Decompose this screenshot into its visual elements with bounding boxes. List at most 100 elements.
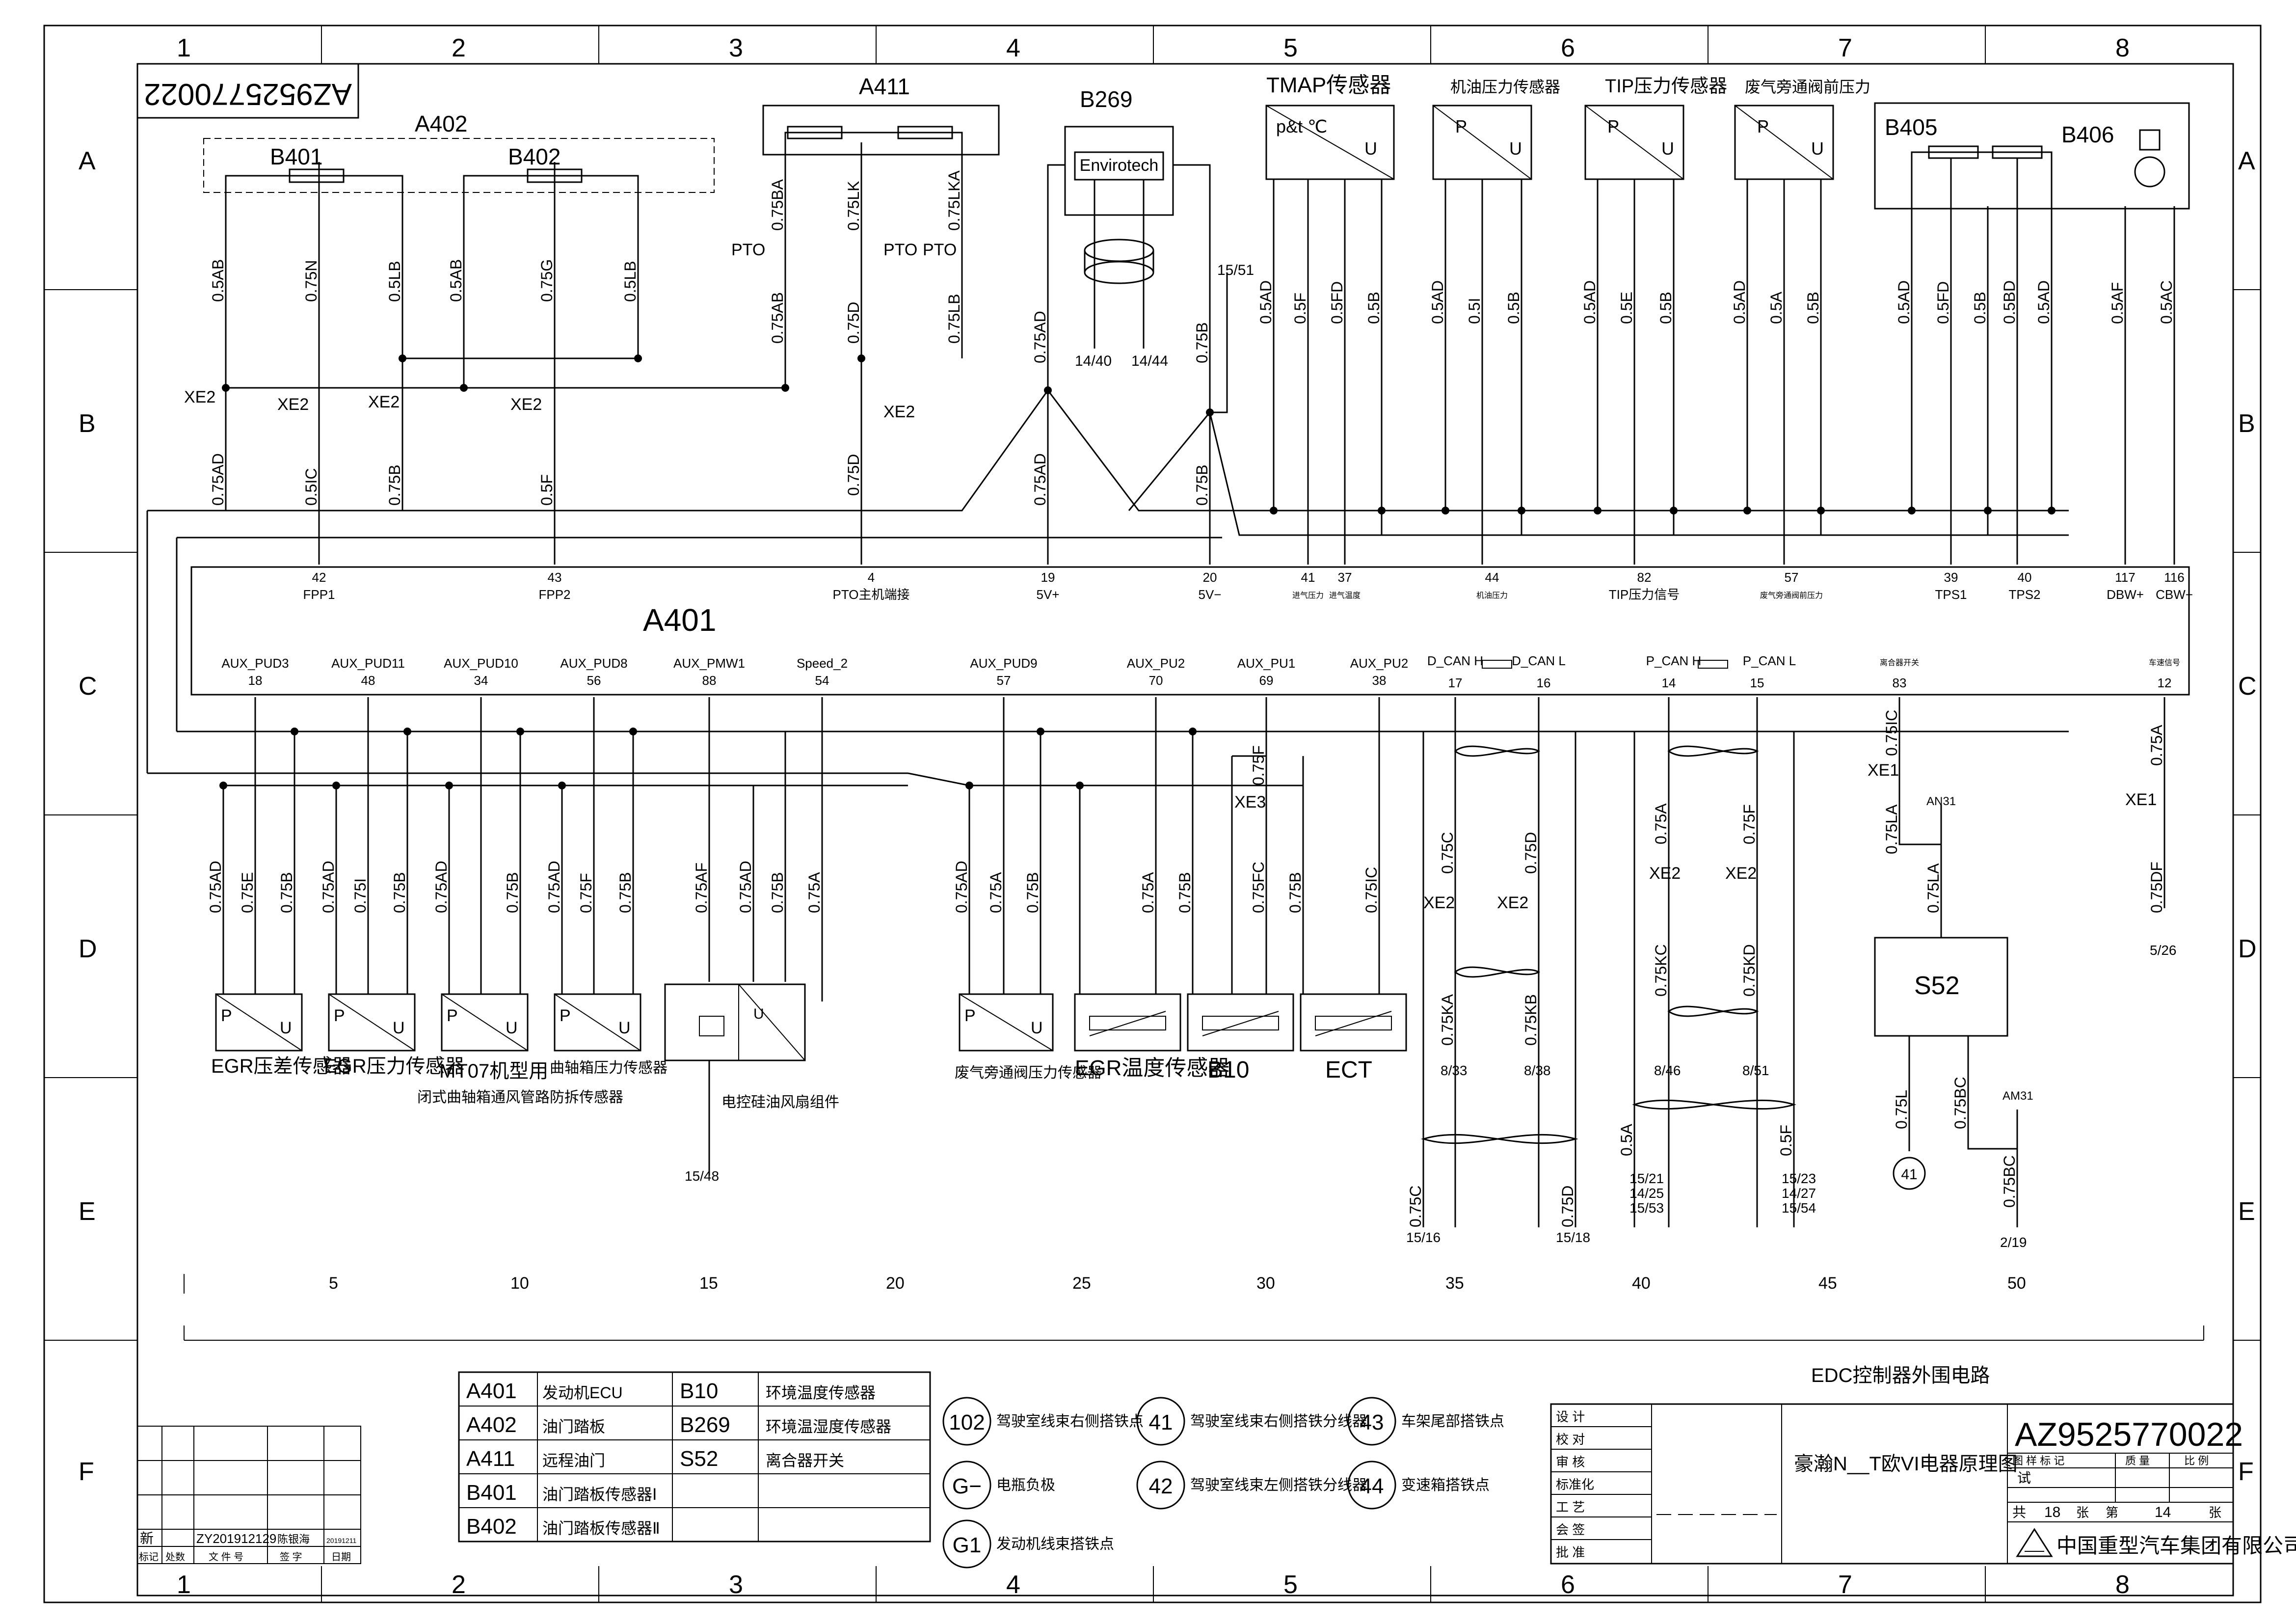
svg-text:44: 44 — [1360, 1474, 1384, 1498]
svg-text:B402: B402 — [508, 144, 561, 169]
svg-text:XE2: XE2 — [1497, 893, 1528, 912]
col-label: 6 — [1561, 34, 1575, 62]
svg-text:XE1: XE1 — [2125, 790, 2157, 809]
svg-text:25: 25 — [1072, 1274, 1091, 1293]
row-label: D — [2238, 935, 2257, 963]
svg-text:AUX_PU2: AUX_PU2 — [1350, 656, 1409, 671]
svg-text:比 例: 比 例 — [2184, 1455, 2209, 1467]
svg-text:XE2: XE2 — [883, 403, 915, 421]
svg-text:0.75F: 0.75F — [577, 873, 595, 913]
svg-text:0.75AD: 0.75AD — [737, 861, 754, 913]
svg-text:车架尾部搭铁点: 车架尾部搭铁点 — [1401, 1413, 1504, 1430]
col-label: 6 — [1561, 1570, 1575, 1599]
svg-text:0.5AF: 0.5AF — [2109, 282, 2126, 324]
bottom-sensors: PU EGR压差传感器 PU EGR压力传感器 PU MT07机型用 闭式曲轴箱… — [211, 795, 2033, 1184]
svg-text:0.5AB: 0.5AB — [209, 259, 227, 302]
svg-text:张: 张 — [2076, 1505, 2089, 1520]
svg-text:EDC控制器外围电路: EDC控制器外围电路 — [1811, 1365, 1990, 1386]
svg-text:XE1: XE1 — [1868, 761, 1899, 780]
svg-text:U: U — [393, 1019, 405, 1037]
svg-text:12: 12 — [2158, 676, 2172, 690]
row-label: F — [79, 1458, 94, 1486]
svg-text:15/16: 15/16 — [1406, 1230, 1441, 1245]
svg-text:42: 42 — [312, 570, 326, 585]
svg-text:XE3: XE3 — [1234, 793, 1266, 812]
svg-text:0.75KC: 0.75KC — [1652, 944, 1670, 997]
svg-text:88: 88 — [702, 673, 717, 688]
svg-text:审 核: 审 核 — [1556, 1455, 1585, 1469]
svg-text:5: 5 — [329, 1274, 338, 1293]
svg-text:环境温度传感器: 环境温度传感器 — [766, 1384, 876, 1402]
svg-text:A401: A401 — [466, 1379, 517, 1403]
bottom-refs: 8/33 8/38 8/46 8/51 15/16 15/18 15/21 14… — [1406, 943, 2177, 1250]
svg-text:XE2: XE2 — [1649, 864, 1681, 883]
svg-text:图 样 标 记: 图 样 标 记 — [2012, 1455, 2064, 1467]
svg-text:0.75B: 0.75B — [616, 872, 634, 913]
svg-text:中国重型汽车集团有限公司: 中国重型汽车集团有限公司 — [2056, 1534, 2296, 1557]
col-label: 7 — [1838, 1570, 1852, 1599]
svg-text:0.75BA: 0.75BA — [769, 179, 786, 231]
svg-text:U: U — [506, 1019, 518, 1037]
svg-text:10: 10 — [510, 1274, 529, 1293]
svg-text:车速信号: 车速信号 — [2149, 658, 2180, 667]
svg-text:XE2: XE2 — [1423, 893, 1455, 912]
company-logo — [2016, 1528, 2053, 1557]
svg-text:DBW+: DBW+ — [2107, 587, 2144, 602]
svg-text:0.75D: 0.75D — [1522, 832, 1540, 874]
svg-text:A402: A402 — [415, 111, 467, 136]
svg-text:FPP2: FPP2 — [538, 587, 570, 602]
svg-text:14/27: 14/27 — [1782, 1186, 1816, 1201]
svg-text:AUX_PUD10: AUX_PUD10 — [444, 656, 518, 671]
svg-text:14/40: 14/40 — [1075, 353, 1112, 369]
revision-block: 新 ZY201912129 陈银海 20191211 标记 处数 文 件 号 签… — [137, 1426, 361, 1564]
svg-text:82: 82 — [1637, 570, 1652, 585]
row-label: C — [2238, 672, 2257, 701]
svg-text:0.5FD: 0.5FD — [1934, 281, 1952, 324]
svg-text:U: U — [1811, 138, 1824, 159]
svg-text:P: P — [334, 1006, 345, 1025]
svg-text:质 量: 质 量 — [2125, 1455, 2150, 1467]
svg-text:0.5F: 0.5F — [1291, 293, 1309, 324]
svg-text:P_CAN H: P_CAN H — [1646, 653, 1702, 668]
svg-text:83: 83 — [1893, 676, 1907, 690]
svg-text:0.75A: 0.75A — [1652, 803, 1670, 844]
svg-text:G1: G1 — [953, 1533, 982, 1557]
svg-text:44: 44 — [1485, 570, 1499, 585]
svg-text:会 签: 会 签 — [1556, 1522, 1585, 1537]
svg-text:0.75B: 0.75B — [1286, 872, 1304, 913]
svg-text:AUX_PMW1: AUX_PMW1 — [673, 656, 745, 671]
svg-text:42: 42 — [1149, 1474, 1173, 1498]
svg-text:环境温湿度传感器: 环境温湿度传感器 — [766, 1418, 891, 1435]
svg-text:P: P — [1607, 116, 1619, 136]
svg-text:0.75FC: 0.75FC — [1250, 862, 1267, 913]
column-labels-top: 1 2 3 4 5 6 7 8 — [177, 26, 2130, 64]
svg-text:20: 20 — [1203, 570, 1217, 585]
svg-text:0.75KD: 0.75KD — [1740, 944, 1758, 997]
svg-text:B406: B406 — [2061, 122, 2114, 147]
svg-text:A402: A402 — [466, 1413, 517, 1437]
svg-text:U: U — [753, 1006, 764, 1022]
svg-text:EGR压差传感器: EGR压差传感器 — [211, 1056, 352, 1077]
svg-text:S52: S52 — [1914, 972, 1960, 1000]
svg-text:废气旁通阀前压力: 废气旁通阀前压力 — [1745, 78, 1870, 96]
svg-text:0.5B: 0.5B — [1505, 292, 1522, 324]
svg-text:驾驶室线束左侧搭铁分线器: 驾驶室线束左侧搭铁分线器 — [1190, 1477, 1367, 1493]
svg-text:P_CAN L: P_CAN L — [1743, 653, 1796, 668]
top-wire-labels: 0.5AB 0.75N 0.5LB 0.5AB 0.75G 0.5LB 0.75… — [209, 170, 2175, 506]
svg-text:ZY201912129: ZY201912129 — [196, 1531, 276, 1546]
svg-text:陈银海: 陈银海 — [277, 1533, 310, 1545]
svg-text:0.5F: 0.5F — [1777, 1125, 1795, 1156]
svg-text:41: 41 — [1901, 1166, 1917, 1183]
svg-text:FPP1: FPP1 — [303, 587, 335, 602]
ground-legend: 102 驾驶室线束右侧搭铁点 G− 电瓶负极 G1 发动机线束搭铁点 41 驾驶… — [942, 1397, 1504, 1569]
svg-text:0.75AD: 0.75AD — [953, 861, 970, 913]
svg-text:变速箱搭铁点: 变速箱搭铁点 — [1401, 1477, 1490, 1493]
svg-text:工 艺: 工 艺 — [1556, 1500, 1585, 1515]
svg-text:39: 39 — [1944, 570, 1958, 585]
svg-text:0.75AD: 0.75AD — [209, 453, 227, 506]
svg-text:P: P — [560, 1006, 571, 1025]
svg-text:15/51: 15/51 — [1217, 262, 1254, 278]
svg-text:XE2: XE2 — [277, 395, 309, 414]
svg-text:102: 102 — [949, 1410, 985, 1435]
svg-text:14/44: 14/44 — [1131, 353, 1168, 369]
